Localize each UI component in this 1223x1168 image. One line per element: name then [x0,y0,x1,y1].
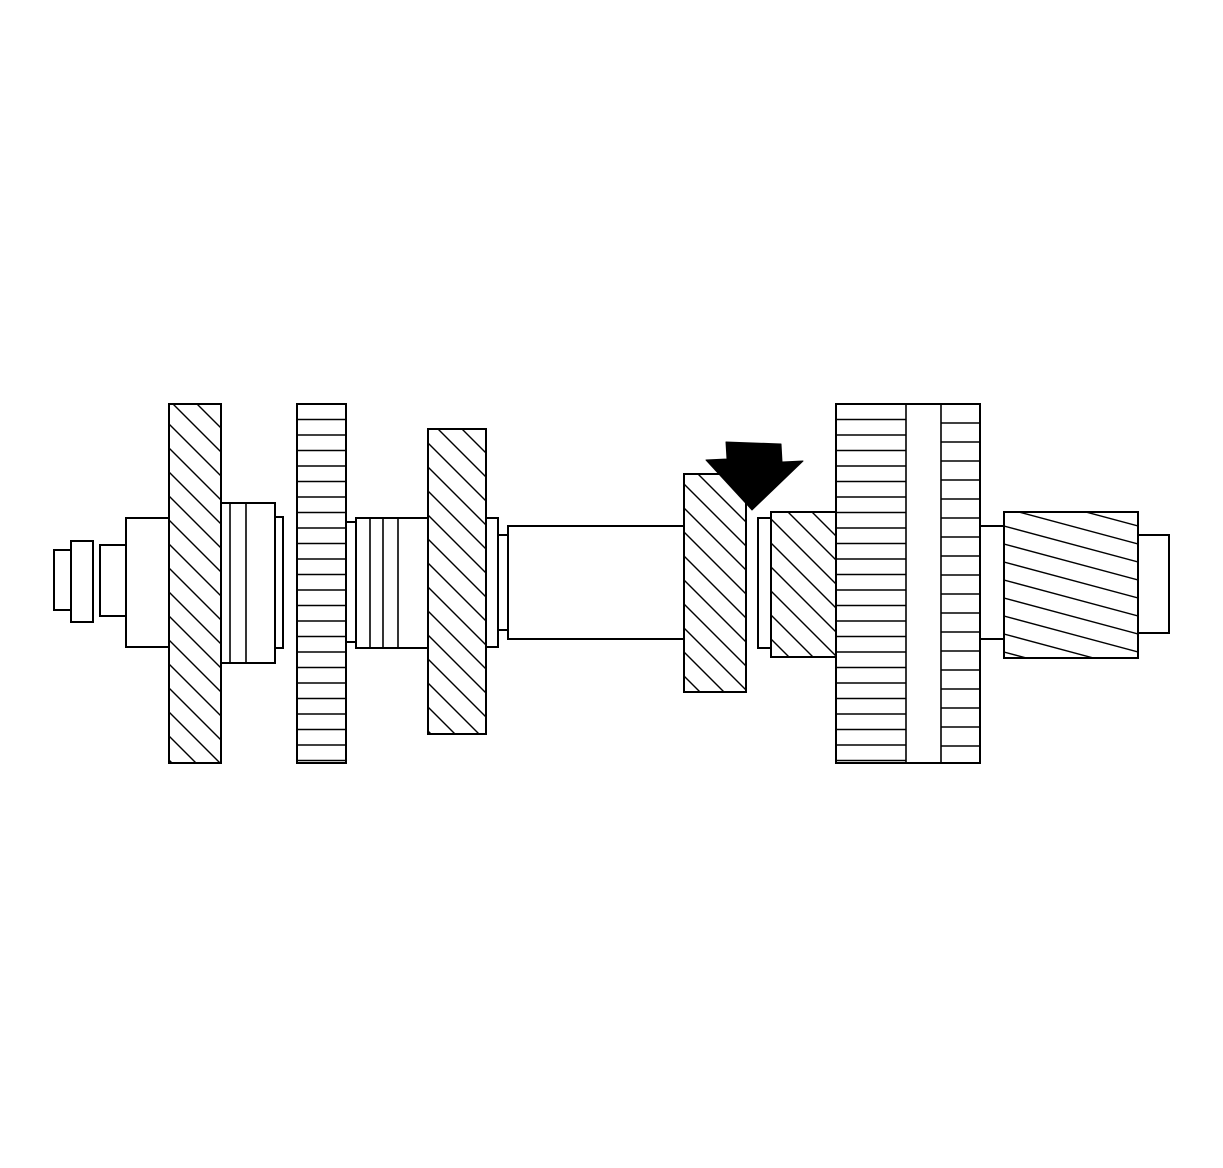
hatch-line [771,542,836,609]
hatch-line [428,682,480,734]
bearing-1 [220,502,284,664]
helix-line [1016,512,1138,545]
hatch-line [169,687,221,741]
hatch-line [428,706,456,734]
down-arrow-icon [705,441,804,511]
shaft-center [507,525,685,640]
helix-line [1004,472,1138,508]
hatch-line [771,566,836,633]
hatch-line [697,474,746,523]
spacer-2 [757,517,772,649]
hatch-line [787,512,836,561]
hatch-line [684,507,746,571]
hatch-line [428,658,486,718]
helix-line [1004,633,1097,658]
hatch-line [684,748,964,1028]
hatch-line [169,711,221,763]
gear-2 [296,403,347,764]
hatch-line [169,663,221,717]
end-washer [99,544,127,617]
helix-line [1083,512,1138,527]
hatch-line [684,555,746,619]
helix-line [1004,543,1138,581]
gear-6 [1003,472,1139,724]
hatch-line [169,784,580,1168]
hatch-line [684,579,746,643]
hatch-line [428,755,791,1118]
gear-3 [427,428,791,1142]
spacer-3 [979,525,1005,640]
synchro-assembly [835,403,981,764]
helix-line [1004,561,1138,599]
gear-4 [683,473,964,1028]
hatch-line [684,531,746,595]
hatch-line [684,483,746,547]
helix-line [1004,579,1138,617]
end-nut [53,540,94,623]
helix-line [1004,525,1138,563]
hatch-line [771,518,836,585]
hatch-line [169,735,197,763]
sleeve-1 [345,517,429,649]
hatch-line [169,615,221,669]
hatch-line [169,808,580,1168]
end-collar [125,517,170,648]
hatch-line [169,639,221,693]
shaft-end [1137,534,1170,634]
gear-1 [168,403,580,1168]
helix-line [1004,670,1138,706]
hatch-line [771,590,836,657]
hatch-line [684,724,964,1004]
helix-line [1004,597,1138,635]
helix-line [1004,688,1138,724]
hatch-line [428,779,791,1142]
hatch-line [684,603,746,667]
spacer-1 [485,517,509,648]
hatch-line [428,730,432,734]
helix-line [1004,615,1138,653]
gear-5 [770,511,837,658]
hatch-line [684,627,746,691]
hatch-line [169,759,173,763]
hatch-line [771,614,814,657]
